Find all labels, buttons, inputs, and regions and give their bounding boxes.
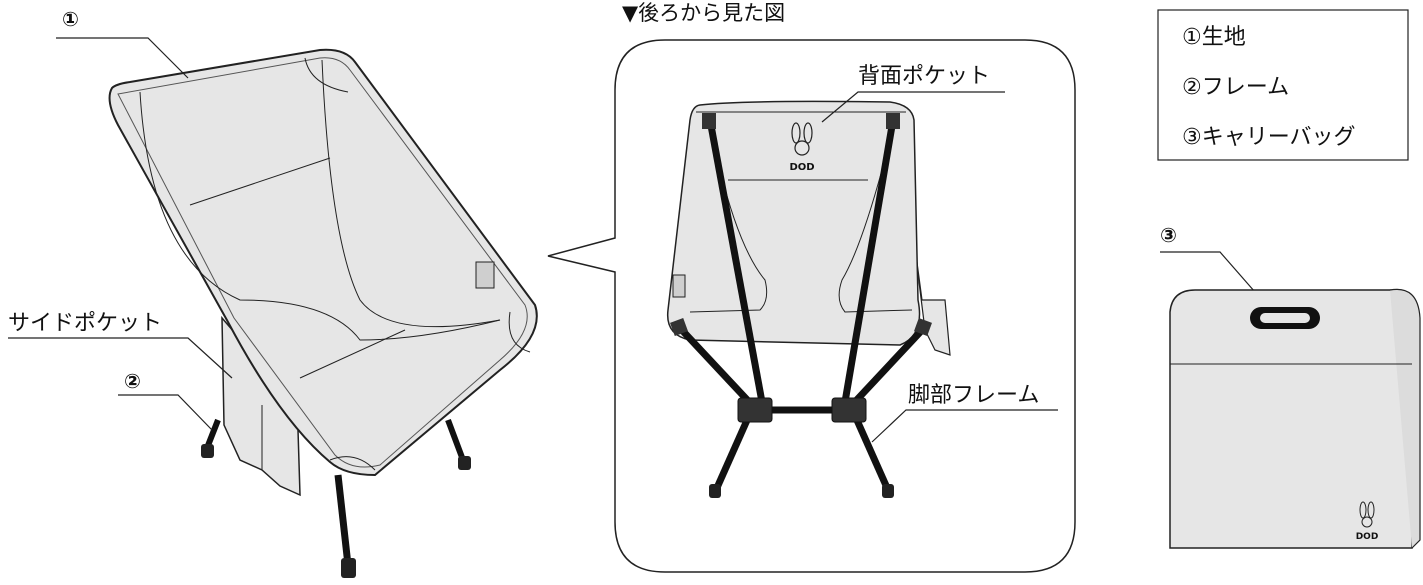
front-chair-foot-front	[341, 558, 356, 578]
legend-item-fabric: ①生地	[1182, 25, 1246, 50]
leg-frame-arm-left	[677, 325, 755, 408]
front-chair-foot-right	[458, 456, 471, 470]
frame-marker: ②	[124, 369, 141, 393]
back-frame-cap-right	[886, 113, 900, 129]
back-frame-pole-left	[706, 119, 766, 403]
back-chair-fabric	[666, 100, 921, 346]
leg-frame-foot-right	[882, 484, 894, 498]
bag-logo-text: DOD	[1356, 532, 1379, 542]
side-pocket-label: サイドポケット	[8, 311, 162, 336]
chair-fabric-rim	[117, 57, 528, 468]
leg-frame-leg-right	[852, 416, 892, 492]
leg-frame-hub-right	[831, 397, 867, 423]
legend-item-frame: ②フレーム	[1182, 75, 1289, 100]
leg-frame-foot-left	[709, 484, 721, 498]
chair-fabric	[108, 48, 538, 477]
front-chair	[108, 48, 538, 578]
leg-frame-label: 脚部フレーム	[908, 383, 1039, 408]
bag-marker: ③	[1160, 223, 1177, 247]
leg-frame-joint-left	[670, 318, 688, 336]
bag-rabbit-logo-icon	[1359, 501, 1375, 528]
chair-seat-curve	[139, 91, 501, 341]
front-chair-leg-front	[334, 474, 352, 566]
back-chair-curve-l	[689, 169, 768, 313]
back-frame-cap-left	[702, 113, 716, 129]
front-chair-leg-right	[445, 418, 466, 462]
back-pocket-label: 背面ポケット	[858, 64, 990, 89]
back-view-title: ▼後ろから見た図	[622, 1, 785, 25]
front-chair-tag	[475, 261, 495, 289]
leader-side-pocket	[8, 337, 233, 379]
chair-corner-bottom	[329, 456, 376, 471]
leader-frame	[118, 394, 213, 431]
back-chair: DOD	[666, 100, 951, 498]
rabbit-logo-icon	[791, 122, 813, 156]
leader-bag	[1160, 251, 1256, 293]
chair-seam-2	[299, 329, 406, 379]
fabric-marker: ①	[62, 7, 79, 31]
back-chair-curve-r	[838, 169, 913, 313]
chair-corner-br	[508, 311, 531, 353]
legend-box	[1157, 9, 1409, 161]
leader-leg-frame	[871, 409, 1058, 443]
leader-back-pocket	[821, 91, 1005, 123]
front-chair-foot-left	[201, 444, 214, 458]
carry-bag-side	[1389, 288, 1421, 549]
chair-corner-tl	[304, 57, 349, 93]
bag-handle-hole	[1260, 313, 1310, 323]
leg-frame-leg-left	[712, 416, 752, 492]
leg-frame-arm-right	[849, 325, 927, 408]
back-frame-pole-right	[841, 119, 897, 403]
leg-frame-hub-left	[737, 397, 773, 423]
back-chair-logo-text: DOD	[789, 162, 814, 173]
chair-seat-curve-2	[321, 59, 501, 328]
front-chair-leg-left	[204, 418, 221, 450]
legend-item-carry-bag: ③キャリーバッグ	[1182, 125, 1356, 150]
carry-bag: DOD	[1169, 288, 1421, 549]
back-chair-tag	[672, 274, 686, 298]
leg-frame-joint-right	[914, 318, 932, 336]
leader-fabric	[56, 37, 189, 79]
chair-seam-1	[189, 157, 331, 206]
